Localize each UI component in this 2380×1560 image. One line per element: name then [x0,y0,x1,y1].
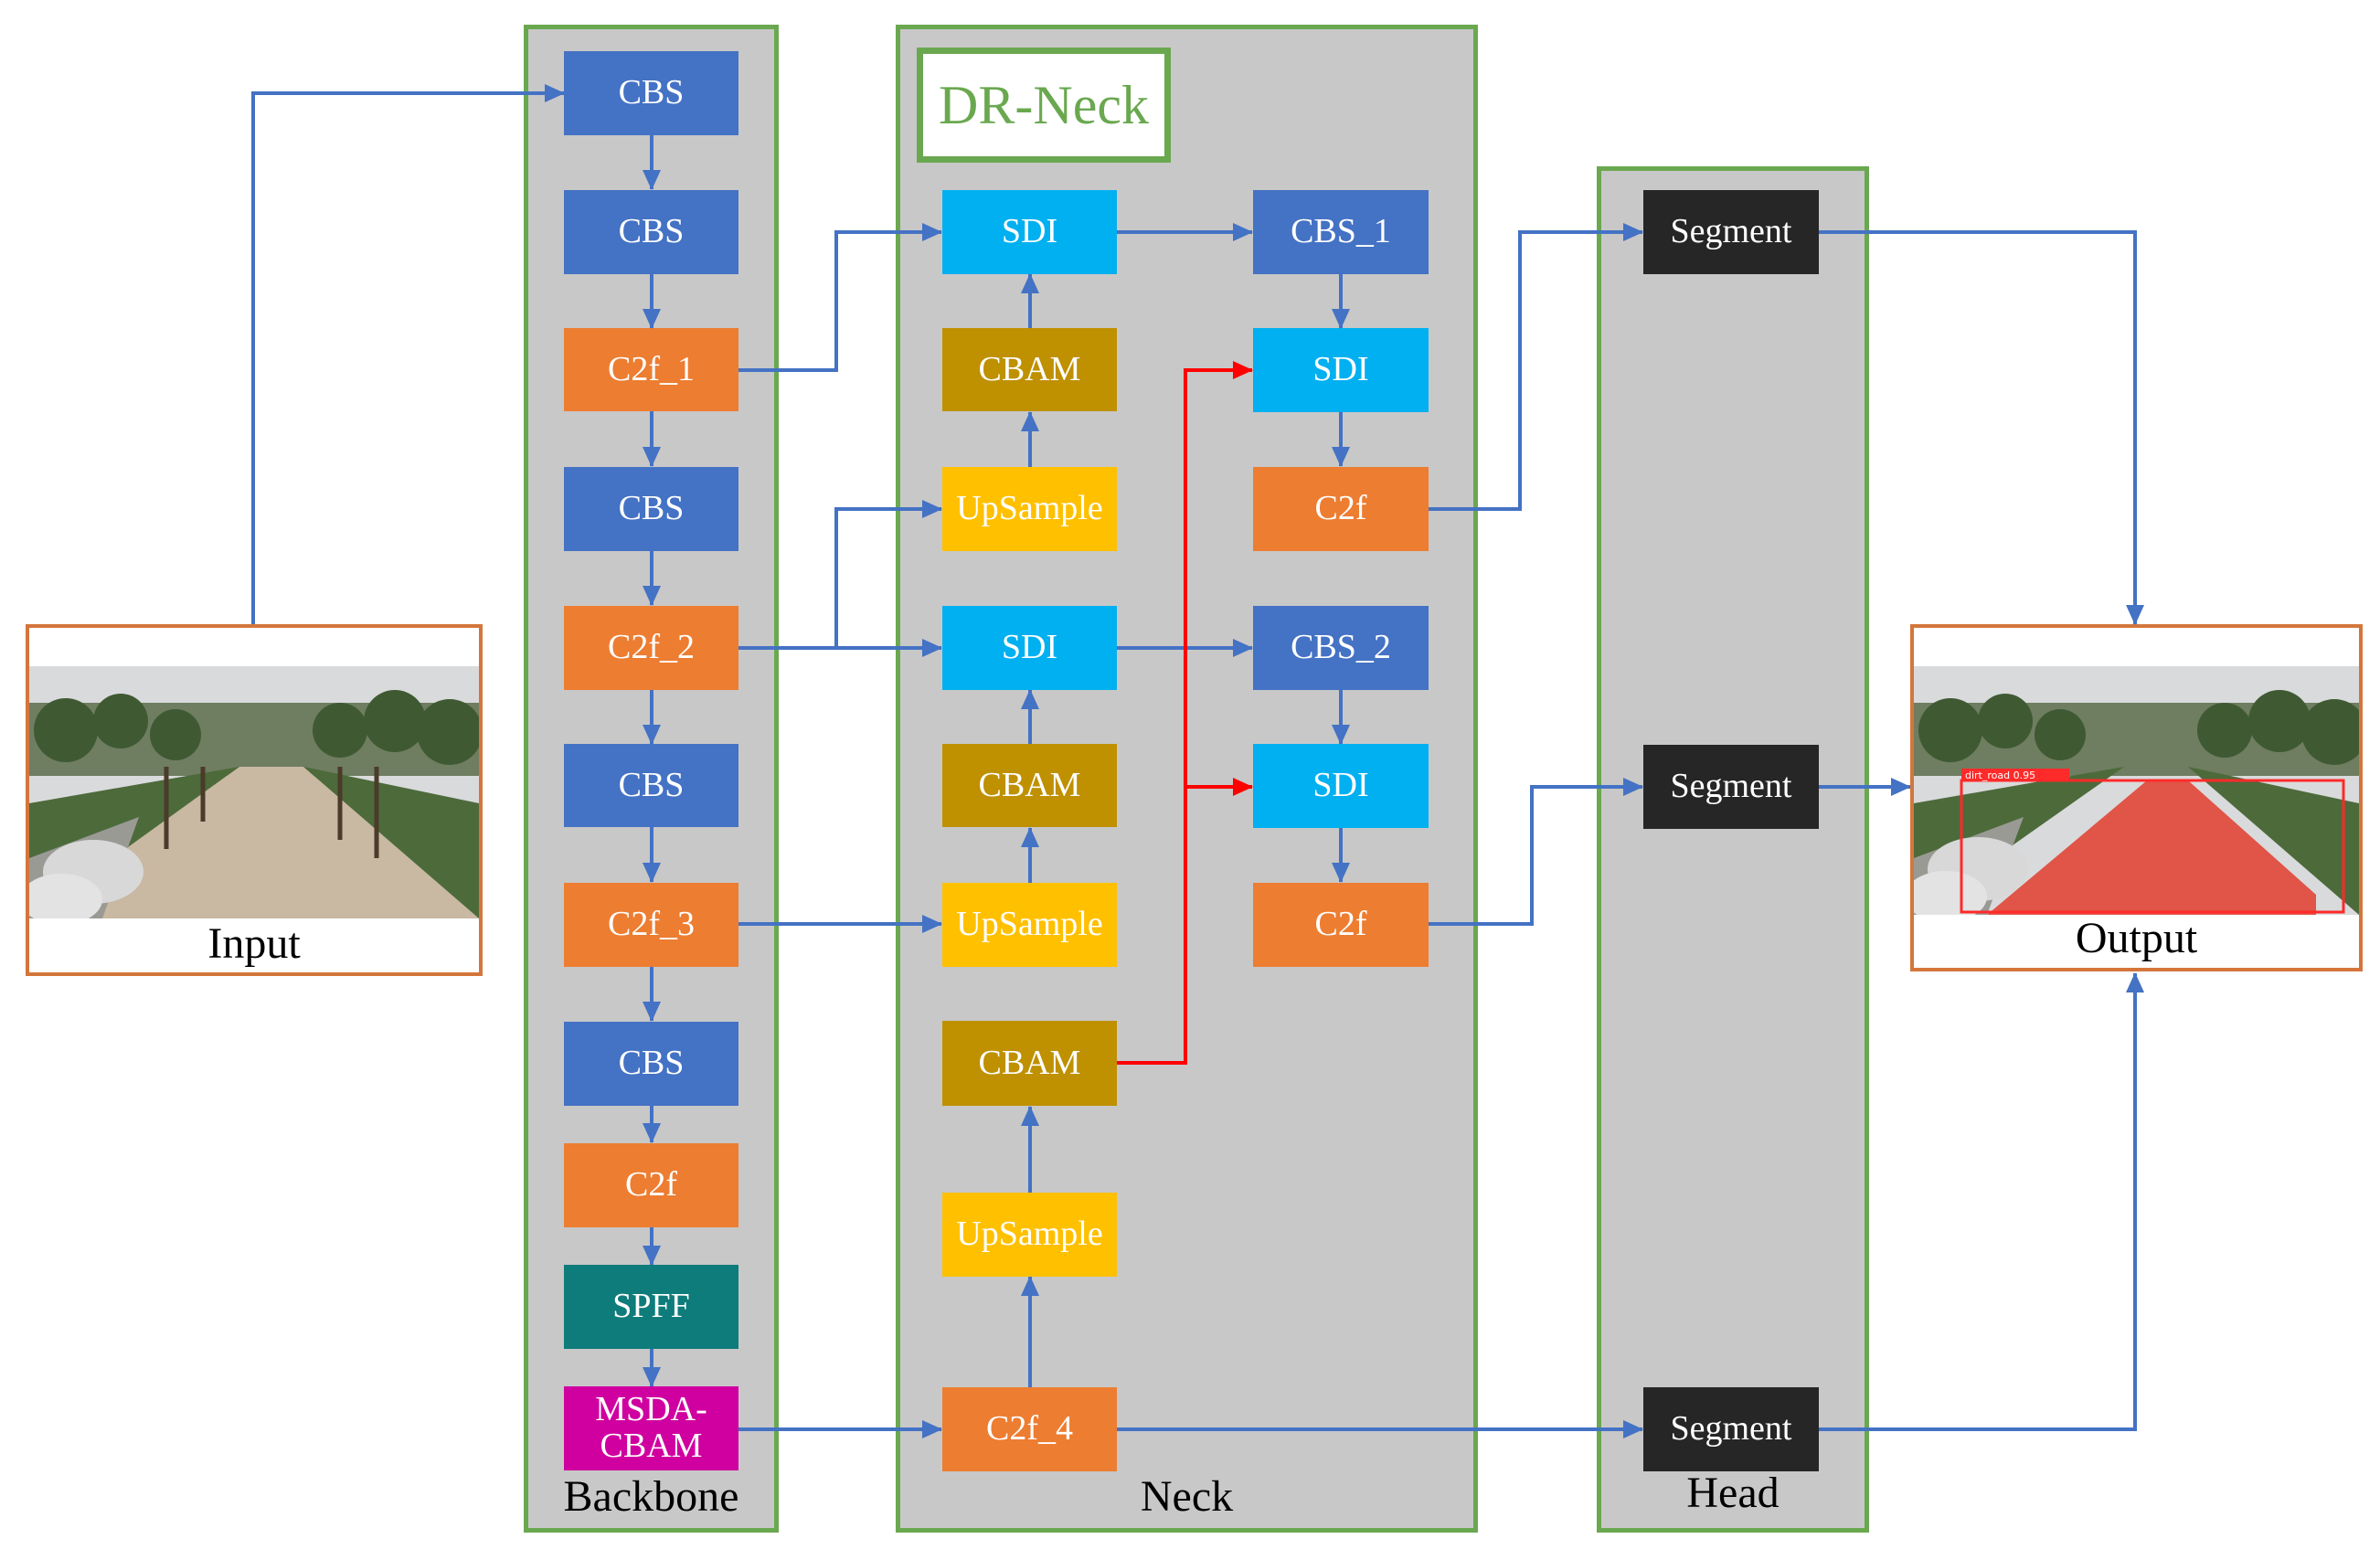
backbone-msda-cbam: MSDA- CBAM [564,1386,738,1470]
dr-neck-label: DR-Neck [917,48,1171,163]
neck-c2f-d: C2f [1253,883,1429,967]
backbone-title: Backbone [563,1472,739,1521]
backbone-spff: SPFF [564,1265,738,1349]
arrow-input-to-cbs [251,84,565,624]
msda-cbam-line-1: MSDA- [595,1390,707,1429]
neck-title: Neck [1140,1472,1234,1521]
neck-upsample-b: UpSample [942,883,1117,967]
input-label: Input [207,919,301,968]
neck-upsample-a: UpSample [942,467,1117,551]
neck-sdi-b: SDI [942,606,1117,690]
neck-sdi-d: SDI [1253,744,1429,828]
neck-cbam-c: CBAM [942,1021,1117,1106]
msda-cbam-line-2: CBAM [600,1427,703,1465]
red-arrow-to-sdi-c [1117,361,1253,1065]
neck-upsample-c: UpSample [942,1193,1117,1277]
road-mask [1987,780,2316,915]
output-panel: dirt_road 0.95 Output [1910,624,2363,971]
neck-sdi-c: SDI [1253,328,1429,412]
backbone-c2f: C2f [564,1143,738,1227]
backbone-cbs-4: CBS [564,744,738,827]
head-panel: Head [1597,166,1869,1533]
head-segment-2: Segment [1643,745,1819,829]
input-image [29,666,479,918]
detection-box [1960,779,2345,914]
backbone-cbs-1: CBS [564,51,738,135]
backbone-cbs-3: CBS [564,467,738,551]
neck-c2f-4: C2f_4 [942,1387,1117,1471]
head-segment-1: Segment [1643,190,1819,274]
backbone-cbs-2: CBS [564,190,738,274]
output-label: Output [2075,914,2198,962]
neck-cbs-1: CBS_1 [1253,190,1429,274]
neck-sdi-a: SDI [942,190,1117,274]
neck-cbs-2: CBS_2 [1253,606,1429,690]
backbone-c2f-2: C2f_2 [564,606,738,690]
output-image: dirt_road 0.95 [1914,666,2359,915]
detection-label: dirt_road 0.95 [1965,769,2035,781]
backbone-c2f-1: C2f_1 [564,328,738,411]
backbone-c2f-3: C2f_3 [564,883,738,967]
neck-cbam-b: CBAM [942,744,1117,827]
backbone-cbs-5: CBS [564,1022,738,1106]
input-panel: Input [26,624,483,976]
neck-cbam-a: CBAM [942,328,1117,411]
head-title: Head [1686,1469,1780,1517]
neck-c2f-c: C2f [1253,467,1429,551]
head-segment-3: Segment [1643,1387,1819,1471]
